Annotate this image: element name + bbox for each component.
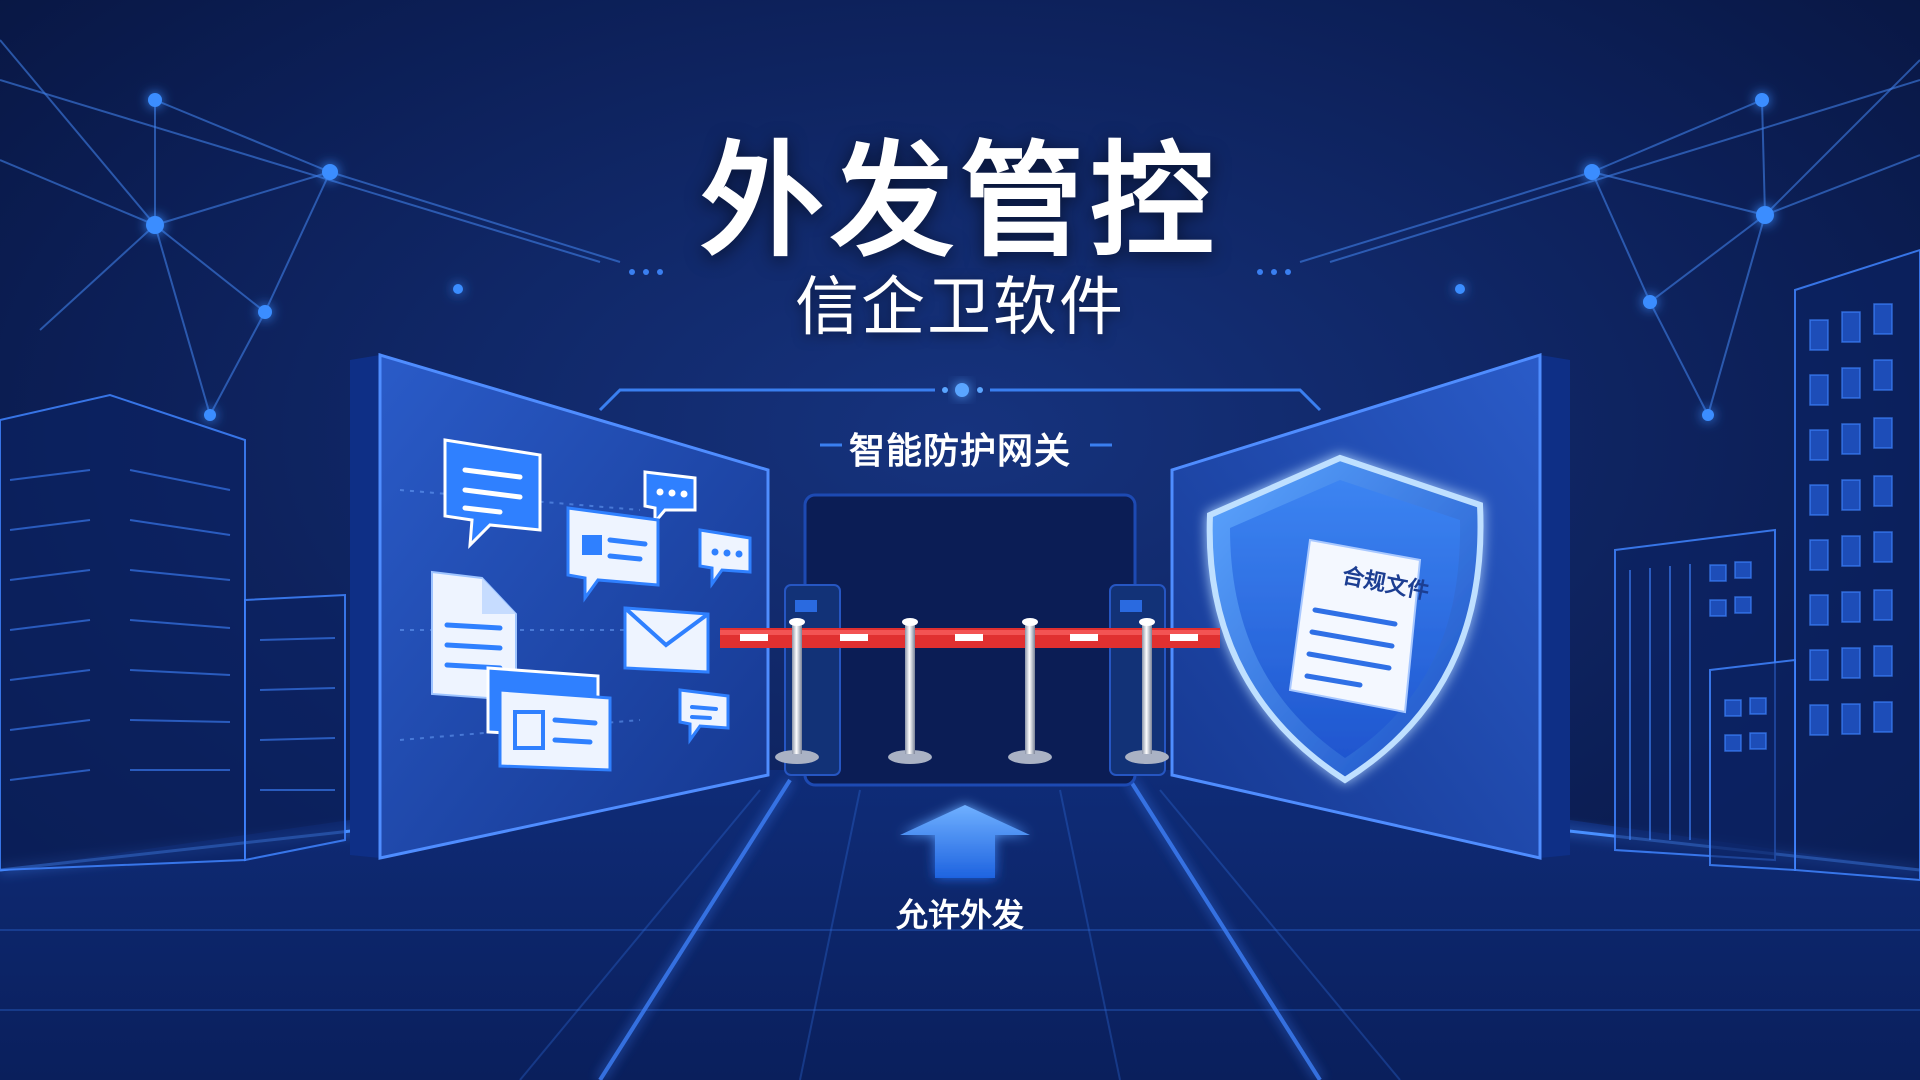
browser-window-icon <box>486 666 612 772</box>
typing-bubble-icon <box>643 470 697 527</box>
envelope-icon <box>623 606 710 674</box>
chat-card-icon <box>566 506 660 603</box>
barrier <box>720 618 1220 764</box>
stanchion-poles <box>775 618 1169 764</box>
gateway-label: 智能防护网关 <box>848 431 1071 472</box>
allow-send-label: 允许外发 <box>895 896 1024 934</box>
chat-bubble-icon <box>443 438 542 549</box>
company-name: 信企卫软件 <box>795 271 1125 345</box>
page-title: 外发管控 <box>699 130 1220 274</box>
up-arrow-icon <box>900 805 1030 878</box>
compliant-document-icon <box>1288 538 1422 714</box>
